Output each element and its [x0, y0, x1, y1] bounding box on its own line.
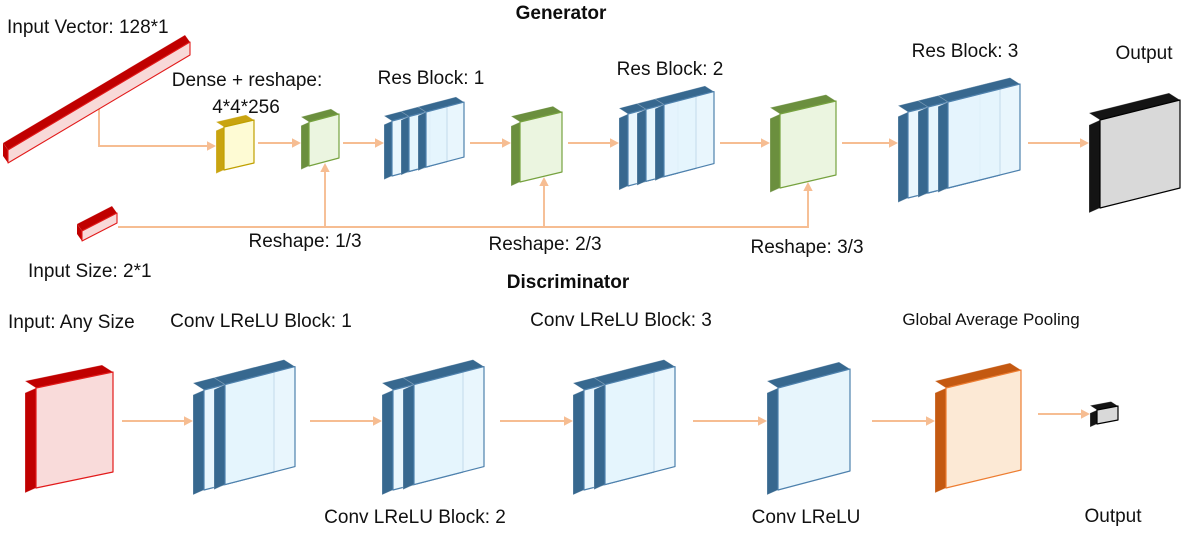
arrow-dense-to-reshape1: [258, 138, 301, 148]
conv-lrelu-label: Conv LReLU: [751, 507, 861, 528]
arrow-input-to-conv1: [122, 416, 193, 426]
arrow-resblock2-to-reshape3: [720, 138, 770, 148]
arrow-conv3-to-convlrelu: [693, 416, 767, 426]
reshape-feature-block-2: [510, 105, 563, 187]
res-block-3-label: Res Block: 3: [911, 41, 1019, 62]
arrow-conv2-to-conv3: [500, 416, 573, 426]
generator-input-connector: [98, 107, 216, 151]
dense-reshape-label-line2: 4*4*256: [212, 97, 280, 118]
conv-block-3-label: Conv LReLU Block: 3: [530, 310, 712, 331]
input-size-bar: [76, 205, 118, 242]
conv-block-2-label: Conv LReLU Block: 2: [324, 507, 506, 528]
input-vector-label: Input Vector: 128*1: [7, 17, 169, 38]
conv-lrelu-block-1-plates: [192, 359, 296, 496]
input-vector-bar: [2, 34, 191, 164]
reshape-feature-block-1: [300, 108, 340, 170]
generator-output-label: Output: [1115, 43, 1173, 64]
generator-title: Generator: [515, 3, 607, 24]
conv-lrelu-block-2-plates: [381, 359, 485, 496]
discriminator-title: Discriminator: [506, 272, 630, 293]
arrow-reshape3-to-resblock3: [842, 138, 898, 148]
dense-reshape-block: [215, 114, 255, 174]
global-average-pooling-block: [934, 362, 1022, 494]
reshape-3-label: Reshape: 3/3: [750, 237, 864, 258]
res-block-1-label: Res Block: 1: [377, 68, 485, 89]
reshape-skip-line: [118, 163, 813, 228]
arrow-resblock3-to-output: [1028, 138, 1089, 148]
reshape-2-label: Reshape: 2/3: [488, 234, 602, 255]
conv-lrelu-block-3-plates: [572, 359, 676, 496]
global-average-pooling-label: Global Average Pooling: [902, 310, 1080, 329]
res-block-1-plates: [383, 96, 465, 180]
res-block-3-plates: [897, 77, 1021, 203]
arrow-reshape2-to-resblock2: [568, 138, 619, 148]
arrow-gap-to-output: [1038, 409, 1090, 419]
arrow-resblock1-to-reshape2: [470, 138, 511, 148]
discriminator-output-label: Output: [1084, 506, 1142, 527]
arrow-reshape1-to-resblock1: [343, 138, 384, 148]
dense-reshape-label-line1: Dense + reshape:: [171, 70, 323, 91]
conv-block-1-label: Conv LReLU Block: 1: [170, 311, 352, 332]
conv-lrelu-plate: [766, 361, 851, 496]
res-block-2-label: Res Block: 2: [616, 59, 724, 80]
reshape-feature-block-3: [769, 94, 837, 193]
discriminator-output-block: [1089, 401, 1119, 428]
arrow-convlrelu-to-gap: [872, 416, 935, 426]
res-block-2-plates: [618, 85, 715, 191]
input-size-label: Input Size: 2*1: [28, 261, 152, 282]
discriminator-input-label: Input: Any Size: [8, 312, 135, 333]
arrow-conv1-to-conv2: [310, 416, 382, 426]
generator-output-block: [1088, 92, 1181, 214]
discriminator-input-block: [24, 364, 114, 494]
reshape-1-label: Reshape: 1/3: [248, 231, 362, 252]
